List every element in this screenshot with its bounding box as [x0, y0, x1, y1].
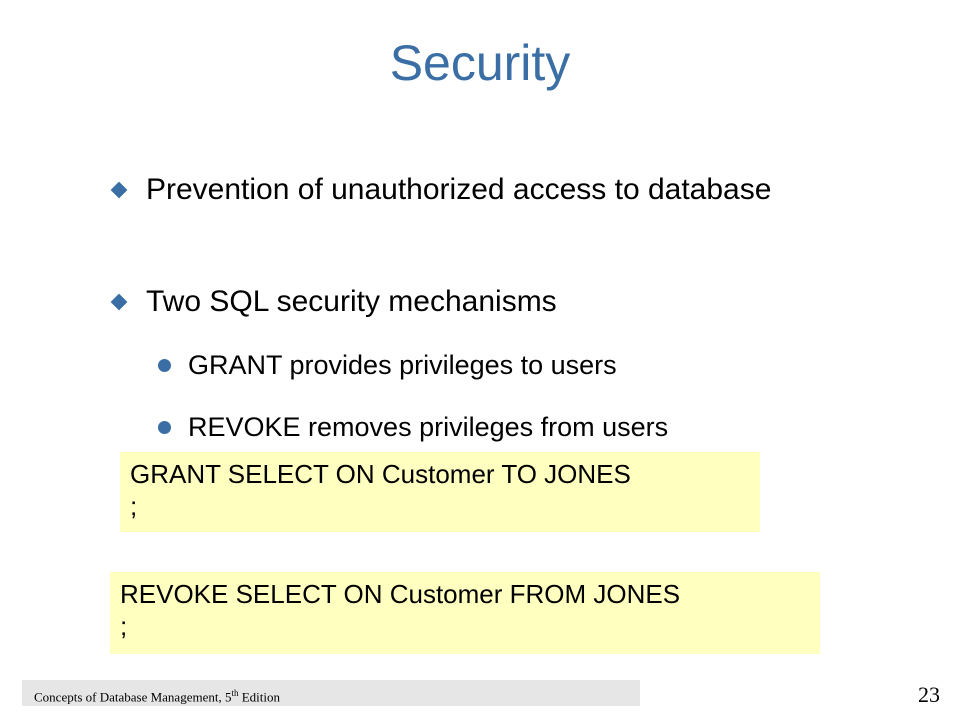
code-line: ;	[130, 491, 138, 521]
sub-bullet-item: REVOKE removes privileges from users	[158, 409, 668, 445]
circle-bullet-icon	[158, 347, 188, 383]
sub-bullet-item: GRANT provides privileges to users	[158, 347, 617, 383]
circle-bullet-icon	[158, 409, 188, 445]
page-number: 23	[918, 682, 940, 707]
sub-bullet-text: GRANT provides privileges to users	[188, 350, 617, 380]
diamond-bullet-icon	[108, 282, 146, 322]
bullet-item: Two SQL security mechanisms	[108, 282, 806, 322]
bullet-text: Prevention of unauthorized access to dat…	[146, 173, 772, 206]
revoke-example-box: REVOKE SELECT ON Customer FROM JONES ;	[110, 572, 820, 654]
grant-example-box: GRANT SELECT ON Customer TO JONES ;	[120, 452, 760, 532]
bullet-text: Two SQL security mechanisms	[146, 285, 557, 318]
code-line: REVOKE SELECT ON Customer FROM JONES	[120, 579, 681, 609]
footer-book-title: Concepts of Database Management, 5th Edi…	[22, 680, 640, 706]
diamond-bullet-icon	[108, 170, 146, 210]
slide-title: Security	[389, 35, 571, 91]
code-line: ;	[120, 611, 128, 641]
code-line: GRANT SELECT ON Customer TO JONES	[130, 459, 631, 489]
bullet-item: Prevention of unauthorized access to dat…	[108, 170, 806, 210]
sub-bullet-text: REVOKE removes privileges from users	[188, 412, 669, 442]
